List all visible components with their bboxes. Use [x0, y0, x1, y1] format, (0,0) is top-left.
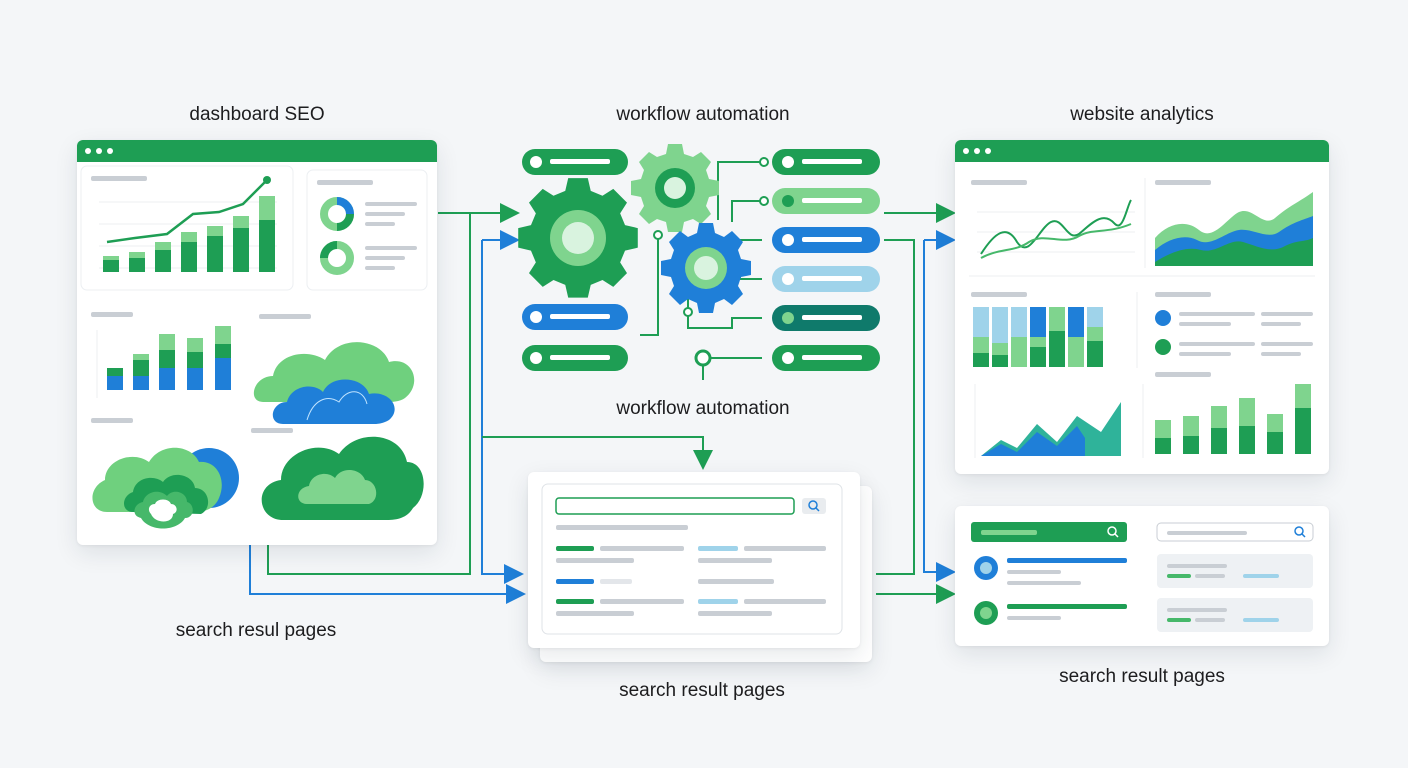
label-website-analytics: website analytics — [1070, 104, 1214, 125]
cloud-icon — [92, 447, 239, 529]
workflow-pill[interactable] — [772, 345, 880, 371]
connector-green-left-vertical — [267, 213, 471, 575]
window-dots-icon — [77, 140, 437, 162]
arrow-mid-to-search — [482, 436, 713, 470]
workflow-pill[interactable] — [772, 305, 880, 331]
workflow-automation-diagram — [518, 144, 880, 380]
connector-blue-left-vertical — [481, 240, 524, 584]
label-dashboard-seo: dashboard SEO — [189, 104, 325, 125]
connector-right-blue-vertical — [923, 240, 956, 582]
bar-chart-seo — [103, 176, 275, 272]
cloud-icon — [261, 436, 424, 520]
workflow-pill[interactable] — [522, 304, 628, 330]
label-search-result-pages-center: search result pages — [619, 680, 785, 701]
website-analytics-window — [955, 140, 1329, 474]
search-icon[interactable] — [1107, 526, 1119, 538]
stacked-bar-chart — [107, 326, 231, 390]
analytics-content — [969, 178, 1315, 458]
area-chart-analytics — [1155, 192, 1313, 266]
window-dots-icon — [955, 140, 1329, 162]
cloud-icon — [253, 342, 415, 424]
label-workflow-automation-top: workflow automation — [616, 104, 790, 125]
search-results-content — [541, 483, 843, 635]
label-search-result-pages-left: search resul pages — [175, 620, 337, 641]
gear-icon — [661, 223, 751, 313]
gear-icon — [518, 178, 638, 298]
label-workflow-automation-mid: workflow automation — [616, 398, 790, 419]
workflow-pill[interactable] — [522, 149, 628, 175]
search-icon[interactable] — [1294, 526, 1306, 538]
dashboard-seo-window — [77, 140, 437, 545]
connector-right-green-vertical — [876, 239, 915, 575]
line-chart-analytics — [980, 199, 1132, 259]
bar-chart-analytics — [1155, 384, 1311, 454]
donut-icon — [320, 197, 354, 275]
workflow-pill[interactable] — [772, 227, 880, 253]
dashboard-seo-content — [80, 165, 428, 529]
workflow-pill[interactable] — [772, 149, 880, 175]
stacked-bar-chart-analytics — [973, 307, 1103, 367]
search-results-right-content — [971, 522, 1314, 632]
arrow-seo-to-search — [249, 545, 526, 604]
workflow-pill[interactable] — [772, 188, 880, 214]
gear-icon — [631, 144, 719, 232]
workflow-pill[interactable] — [772, 266, 880, 292]
label-search-result-pages-right: search result pages — [1059, 666, 1225, 687]
area-chart-analytics-bottom — [981, 402, 1121, 456]
search-icon[interactable] — [802, 498, 826, 514]
search-results-right-window — [955, 506, 1329, 646]
search-results-window — [528, 472, 860, 648]
workflow-pill[interactable] — [522, 345, 628, 371]
